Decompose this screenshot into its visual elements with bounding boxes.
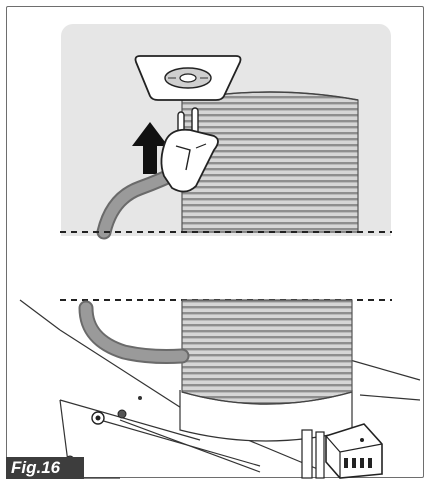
coiled-duct-bottom	[182, 300, 352, 404]
bottom-view	[20, 300, 420, 478]
figure-label: Fig.16	[6, 457, 84, 479]
ceiling-socket	[136, 56, 241, 100]
top-view	[104, 56, 358, 232]
screw-icon	[66, 396, 142, 464]
